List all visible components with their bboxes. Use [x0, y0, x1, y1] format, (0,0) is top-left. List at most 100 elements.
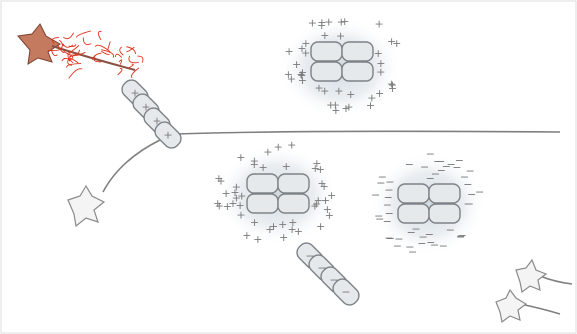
- minus-sign: −: [383, 198, 392, 211]
- plus-sign: +: [367, 92, 376, 105]
- plus-sign: +: [374, 17, 383, 30]
- tangle-fiber: [128, 55, 139, 64]
- plus-sign: +: [314, 194, 323, 207]
- plus-sign: +: [392, 37, 401, 50]
- minus-sign: −: [420, 160, 429, 173]
- plus-sign: +: [215, 200, 224, 213]
- charge-cloud-3: [370, 152, 486, 256]
- plus-sign: +: [228, 197, 237, 210]
- plus-sign: +: [319, 180, 328, 193]
- plus-sign: +: [308, 16, 317, 29]
- minus-sign: −: [433, 155, 442, 168]
- plus-sign: +: [298, 74, 307, 87]
- plus-sign: +: [216, 174, 225, 187]
- tangle-fiber: [137, 55, 144, 63]
- tangle-fiber: [63, 50, 71, 55]
- minus-sign: −: [437, 164, 446, 177]
- minus-sign: −: [378, 171, 387, 184]
- plus-sign: +: [325, 209, 334, 222]
- plus-sign: +: [317, 19, 326, 32]
- plus-sign: +: [341, 102, 350, 115]
- minus-sign: −: [393, 240, 402, 253]
- tangle-fiber: [126, 46, 135, 53]
- minus-sign: −: [341, 286, 350, 299]
- myelin-segment: [154, 121, 182, 149]
- plus-sign: +: [314, 81, 323, 94]
- tangle-fiber: [48, 43, 63, 51]
- plus-sign: +: [320, 84, 329, 97]
- minus-sign: −: [475, 186, 484, 199]
- plus-sign: +: [292, 58, 301, 71]
- plus-sign: +: [294, 225, 303, 238]
- plus-sign: +: [232, 180, 241, 193]
- tangle-fiber: [72, 51, 86, 57]
- plus-sign: +: [336, 29, 345, 42]
- minus-sign: −: [455, 154, 464, 167]
- plus-sign: +: [323, 203, 332, 216]
- plus-sign: +: [311, 162, 320, 175]
- tangle-fiber: [51, 37, 60, 45]
- plus-sign: +: [297, 69, 306, 82]
- plus-sign: +: [253, 233, 262, 246]
- plus-sign: +: [265, 223, 274, 236]
- tangle-fiber: [62, 32, 74, 40]
- tangle-fiber: [67, 55, 73, 66]
- tangle-fiber: [58, 40, 64, 47]
- plus-sign: +: [375, 87, 384, 100]
- plus-sign: +: [312, 157, 321, 170]
- charge-cloud-2: [215, 145, 339, 245]
- minus-sign: −: [407, 226, 416, 239]
- plus-sign: +: [274, 141, 283, 154]
- tangle-fiber: [75, 30, 92, 38]
- plus-sign: +: [316, 220, 325, 233]
- cell-cluster-3: [397, 183, 461, 224]
- plus-sign: +: [279, 231, 288, 244]
- tangle-fiber: [68, 68, 83, 79]
- tangle-fiber: [118, 59, 123, 65]
- tangle-fiber: [50, 49, 58, 57]
- plus-sign: +: [298, 66, 307, 79]
- plus-sign: +: [297, 42, 306, 55]
- plus-sign: +: [334, 84, 343, 97]
- plus-sign: +: [317, 177, 326, 190]
- tangle-fibers: [48, 30, 144, 79]
- neuron-body: [17, 23, 61, 65]
- minus-sign: −: [317, 262, 326, 275]
- minus-sign: −: [385, 207, 394, 220]
- plus-sign: +: [287, 223, 296, 236]
- minus-sign: −: [426, 172, 435, 185]
- minus-sign: −: [417, 237, 426, 250]
- myelin-chain-1: ++++: [121, 79, 182, 149]
- minus-sign: −: [466, 165, 475, 178]
- minus-sign: −: [452, 161, 461, 174]
- plus-sign: +: [376, 57, 385, 70]
- tangle-fiber: [107, 41, 111, 51]
- plus-sign: +: [312, 197, 321, 210]
- tangle-fiber: [114, 53, 123, 58]
- neuron-with-tangle: [17, 23, 144, 79]
- tangle-fiber: [82, 37, 92, 45]
- cell-cluster-1: [310, 41, 374, 82]
- plus-sign: +: [284, 68, 293, 81]
- minus-sign: −: [405, 241, 414, 254]
- plus-sign: +: [221, 187, 230, 200]
- plus-sign: +: [287, 138, 296, 151]
- plus-sign: +: [310, 200, 319, 213]
- plus-sign: +: [223, 200, 232, 213]
- plus-sign: +: [288, 216, 297, 229]
- tangle-fiber: [101, 50, 110, 55]
- minus-sign: −: [425, 228, 434, 241]
- minus-sign: −: [384, 232, 393, 245]
- minus-sign: −: [384, 184, 393, 197]
- minus-sign: −: [439, 240, 448, 253]
- plus-sign: +: [321, 194, 330, 207]
- plus-sign: +: [388, 82, 397, 95]
- tangle-fiber: [57, 44, 65, 54]
- tangle-fiber: [91, 52, 102, 60]
- myelin-chain-2: −−−−: [296, 242, 360, 306]
- plus-sign: +: [387, 78, 396, 91]
- tangle-fiber: [128, 63, 134, 69]
- tangle-fiber: [94, 44, 111, 53]
- axon-line: [174, 130, 561, 135]
